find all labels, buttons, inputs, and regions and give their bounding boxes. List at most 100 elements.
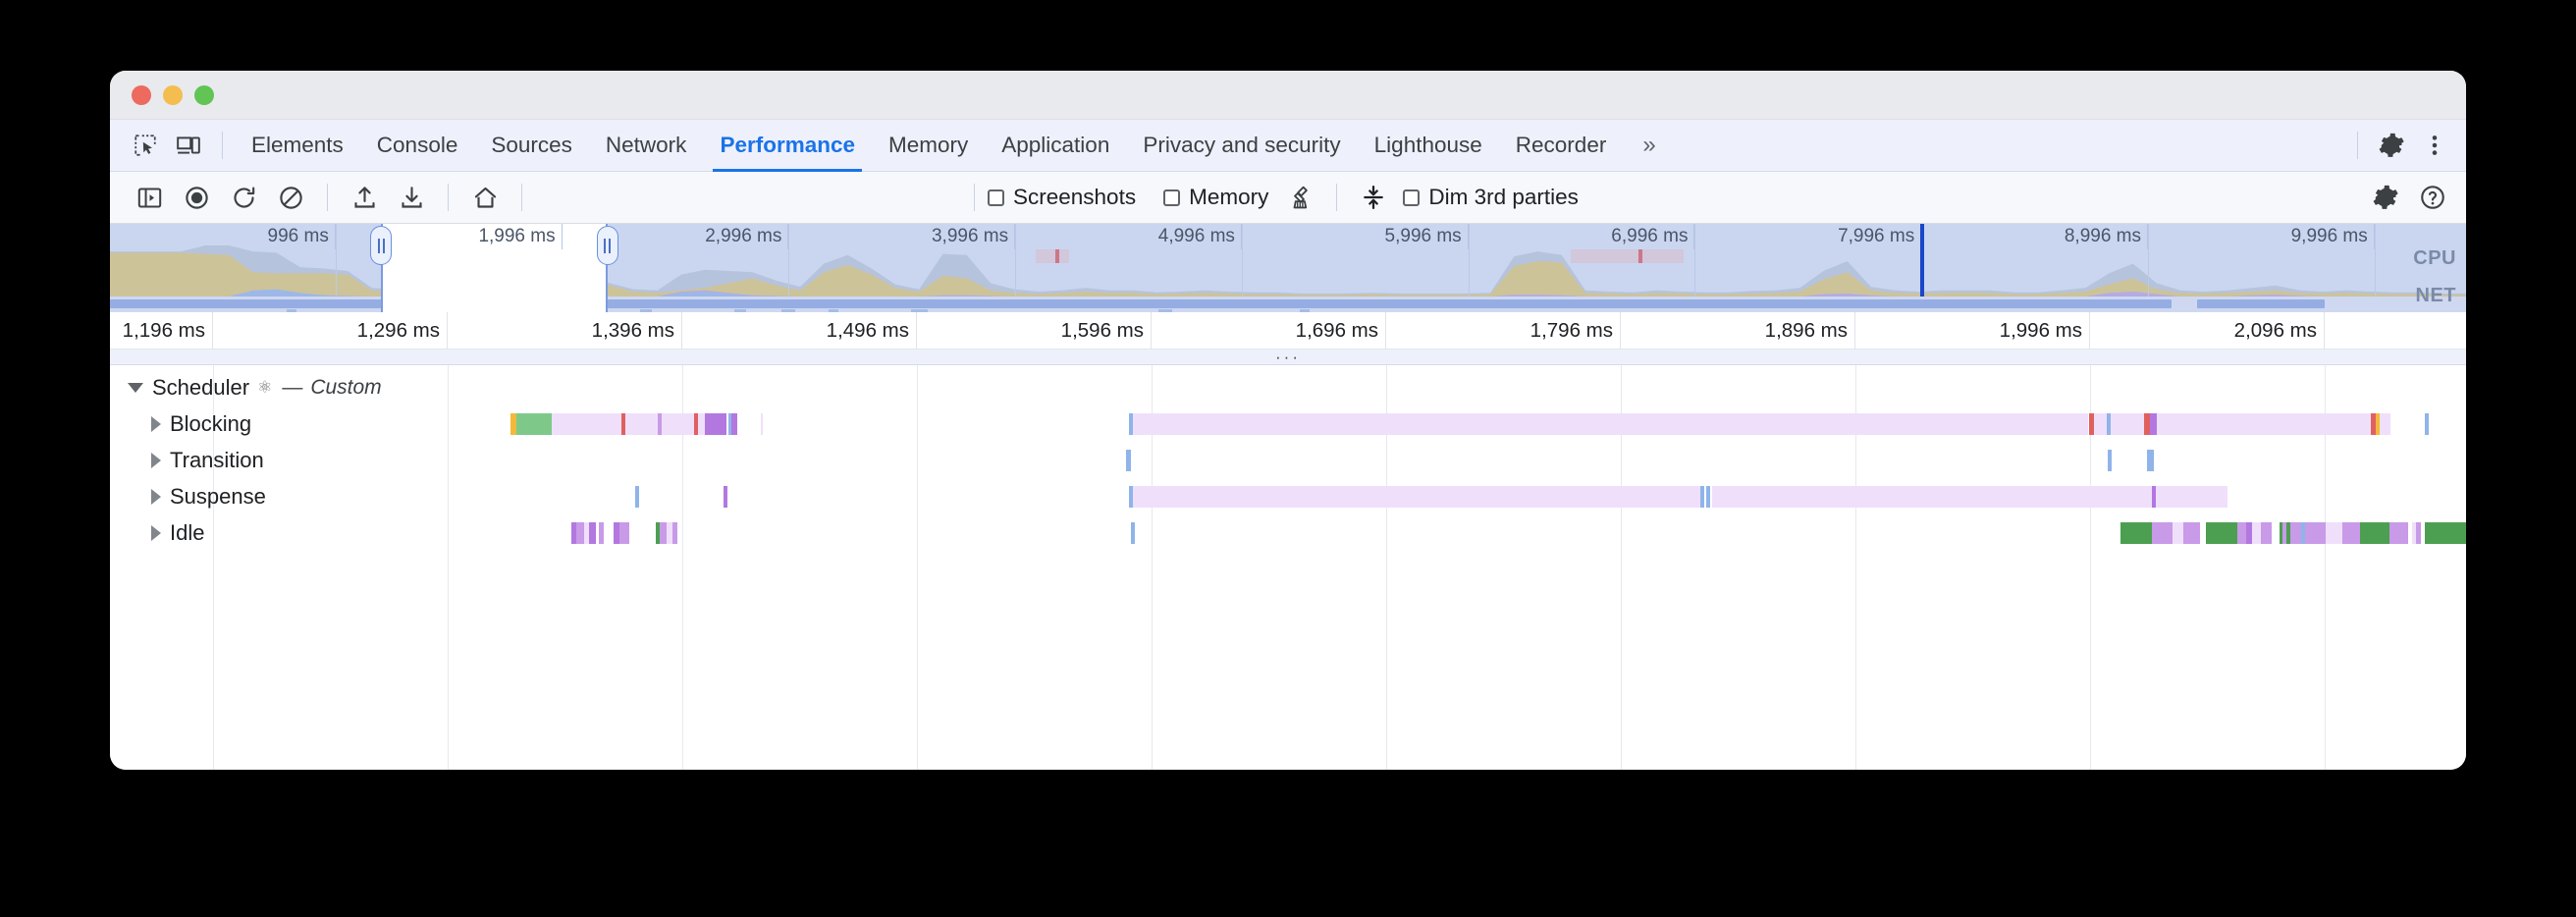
flame-event-bar[interactable] (1130, 522, 1135, 544)
flame-event-bar[interactable] (571, 522, 576, 544)
reload-and-record-icon[interactable] (224, 178, 263, 217)
flame-chart[interactable]: Scheduler ⚛ — Custom Blocking Transition (110, 365, 2466, 770)
home-icon[interactable] (465, 178, 505, 217)
tab-performance[interactable]: Performance (703, 120, 872, 172)
track-group-scheduler[interactable]: Scheduler ⚛ — Custom (110, 369, 2466, 405)
flame-event-bar[interactable] (723, 486, 727, 508)
flame-event-bar[interactable] (2120, 522, 2152, 544)
flame-event-bar[interactable] (2424, 522, 2466, 544)
flame-event-bar[interactable] (658, 413, 663, 435)
more-tabs-icon[interactable]: » (1642, 132, 1655, 158)
flame-event-bar[interactable] (2379, 413, 2390, 435)
flame-event-bar[interactable] (2206, 522, 2238, 544)
capture-settings-icon[interactable] (2366, 178, 2405, 217)
flame-event-bar[interactable] (672, 522, 678, 544)
flame-event-bar[interactable] (2280, 522, 2283, 544)
expand-arrow-icon[interactable] (151, 452, 161, 468)
flame-event-bar[interactable] (584, 522, 589, 544)
flame-event-bar[interactable] (2424, 413, 2429, 435)
tab-lighthouse[interactable]: Lighthouse (1373, 133, 1482, 157)
toggle-sidebar-icon[interactable] (130, 178, 169, 217)
tab-console[interactable]: Console (376, 133, 458, 157)
flame-event-bar[interactable] (2326, 522, 2343, 544)
flame-event-bar[interactable] (2147, 450, 2154, 471)
dim-3rd-parties-checkbox-box[interactable] (1403, 189, 1421, 206)
flame-event-bar[interactable] (2412, 522, 2417, 544)
memory-checkbox-box[interactable] (1163, 189, 1181, 206)
flame-event-bar[interactable] (2093, 413, 2107, 435)
more-options-icon[interactable] (2415, 126, 2454, 165)
expand-arrow-icon[interactable] (151, 524, 161, 541)
track-transition-bars[interactable] (110, 442, 2466, 478)
tab-network[interactable]: Network (605, 133, 687, 157)
shrink-vertically-icon[interactable] (1354, 178, 1393, 217)
flame-event-bar[interactable] (705, 413, 726, 435)
flame-event-bar[interactable] (1126, 450, 1131, 471)
flame-event-bar[interactable] (575, 522, 585, 544)
flame-event-bar[interactable] (660, 522, 667, 544)
flame-event-bar[interactable] (2157, 413, 2372, 435)
flame-event-bar[interactable] (2110, 413, 2145, 435)
tab-privacy-and-security[interactable]: Privacy and security (1143, 133, 1341, 157)
tab-memory[interactable]: Memory (888, 133, 969, 157)
export-profile-icon[interactable] (392, 178, 431, 217)
flame-event-bar[interactable] (2107, 450, 2113, 471)
flame-event-bar[interactable] (2151, 522, 2174, 544)
flame-event-bar[interactable] (2149, 413, 2158, 435)
flame-event-bar[interactable] (2182, 522, 2200, 544)
close-window-button[interactable] (132, 84, 151, 105)
flame-event-bar[interactable] (2359, 522, 2389, 544)
flame-event-bar[interactable] (693, 413, 698, 435)
track-suspense[interactable]: Suspense (110, 478, 2466, 514)
flame-event-bar[interactable] (1706, 486, 1711, 508)
timeline-resizer-handle[interactable]: ··· (110, 349, 2466, 365)
flame-event-bar[interactable] (588, 522, 597, 544)
flame-event-bar[interactable] (515, 413, 553, 435)
flame-event-bar[interactable] (2151, 486, 2156, 508)
flame-event-bar[interactable] (2252, 522, 2261, 544)
flame-event-bar[interactable] (2106, 413, 2111, 435)
track-idle-bars[interactable] (110, 514, 2466, 551)
flame-event-bar[interactable] (2371, 413, 2376, 435)
tab-recorder[interactable]: Recorder (1515, 133, 1607, 157)
flame-event-bar[interactable] (552, 413, 621, 435)
collapse-arrow-icon[interactable] (128, 382, 143, 393)
flame-event-bar[interactable] (1699, 486, 1704, 508)
flame-event-bar[interactable] (510, 413, 516, 435)
expand-arrow-icon[interactable] (151, 415, 161, 432)
screenshots-checkbox-box[interactable] (988, 189, 1004, 206)
settings-gear-icon[interactable] (2372, 126, 2411, 165)
track-transition[interactable]: Transition (110, 442, 2466, 478)
flame-event-bar[interactable] (1132, 486, 1700, 508)
flame-event-bar[interactable] (2304, 522, 2327, 544)
flame-event-bar[interactable] (599, 522, 604, 544)
flame-event-bar[interactable] (656, 522, 661, 544)
track-blocking-bars[interactable] (110, 405, 2466, 442)
flame-event-bar[interactable] (2282, 522, 2286, 544)
flame-event-bar[interactable] (2173, 522, 2183, 544)
import-profile-icon[interactable] (345, 178, 384, 217)
tab-application[interactable]: Application (1001, 133, 1110, 157)
flame-event-bar[interactable] (624, 413, 659, 435)
screenshots-checkbox[interactable]: Screenshots (988, 185, 1157, 210)
flame-event-bar[interactable] (2144, 413, 2150, 435)
flame-event-bar[interactable] (1128, 486, 1133, 508)
flame-event-bar[interactable] (2260, 522, 2272, 544)
flame-event-bar[interactable] (614, 522, 619, 544)
flame-event-bar[interactable] (697, 413, 706, 435)
tab-elements[interactable]: Elements (251, 133, 344, 157)
maximize-window-button[interactable] (194, 84, 214, 105)
flame-event-bar[interactable] (2285, 522, 2290, 544)
flame-event-bar[interactable] (1712, 486, 2227, 508)
track-suspense-bars[interactable] (110, 478, 2466, 514)
flame-event-bar[interactable] (2300, 522, 2305, 544)
device-toolbar-icon[interactable] (169, 126, 208, 165)
flame-event-bar[interactable] (1128, 413, 1133, 435)
flame-event-bar[interactable] (620, 413, 625, 435)
flame-event-bar[interactable] (727, 413, 732, 435)
flame-event-bar[interactable] (761, 413, 764, 435)
flame-event-bar[interactable] (2246, 522, 2253, 544)
left-resize-handle[interactable] (370, 226, 392, 265)
